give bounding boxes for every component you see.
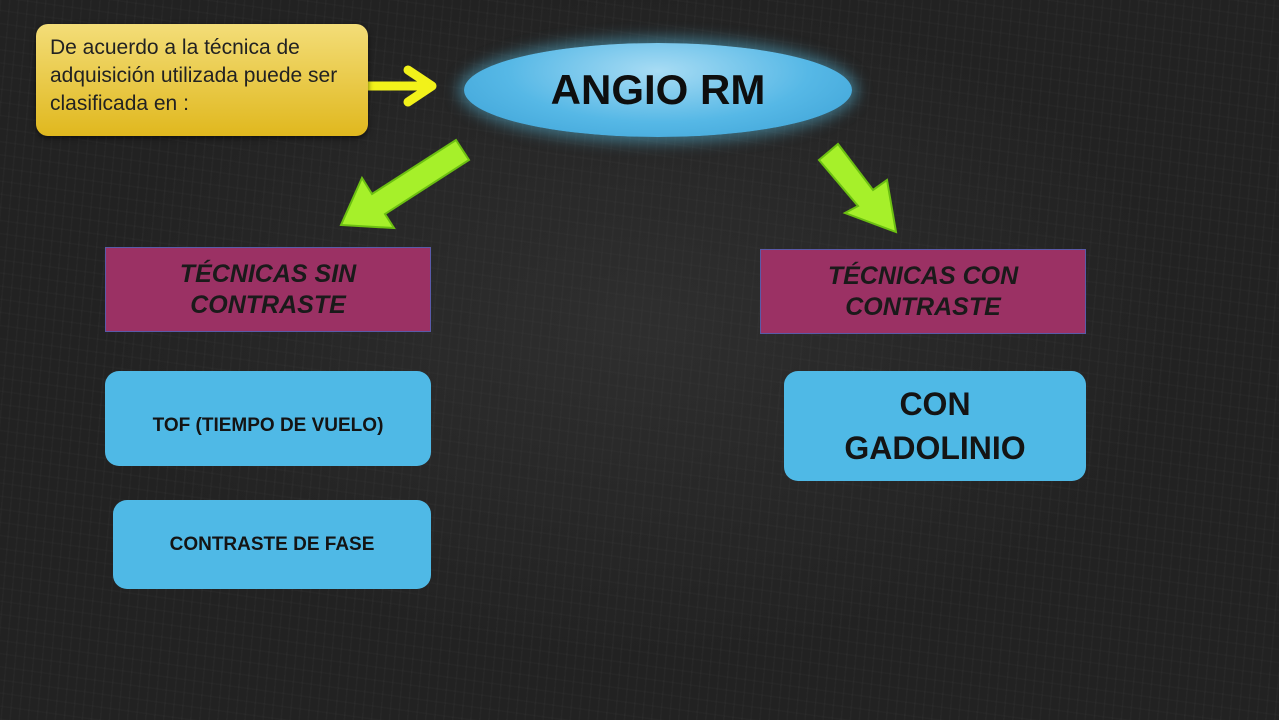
item-tof: TOF (TIEMPO DE VUELO) — [105, 371, 431, 466]
category-label: TÉCNICAS SIN CONTRASTE — [179, 259, 357, 319]
category-sin-contraste: TÉCNICAS SIN CONTRASTE — [105, 247, 431, 332]
diagram-title: ANGIO RM — [550, 66, 766, 113]
arrow-to-right-category — [817, 142, 898, 234]
title-ellipse: ANGIO RM — [464, 43, 852, 137]
item-con-gadolinio: CON GADOLINIO — [784, 371, 1086, 481]
note-text: De acuerdo a la técnica de adquisición u… — [50, 36, 338, 115]
item-contraste-de-fase: CONTRASTE DE FASE — [113, 500, 431, 589]
note-callout: De acuerdo a la técnica de adquisición u… — [36, 24, 368, 136]
arrow-note-to-title — [361, 65, 437, 107]
item-label: CON GADOLINIO — [844, 386, 1026, 466]
arrow-to-left-category — [339, 138, 471, 230]
category-con-contraste: TÉCNICAS CON CONTRASTE — [760, 249, 1086, 334]
item-label: CONTRASTE DE FASE — [169, 533, 375, 555]
item-label: TOF (TIEMPO DE VUELO) — [152, 414, 384, 436]
category-label: TÉCNICAS CON CONTRASTE — [827, 261, 1019, 321]
